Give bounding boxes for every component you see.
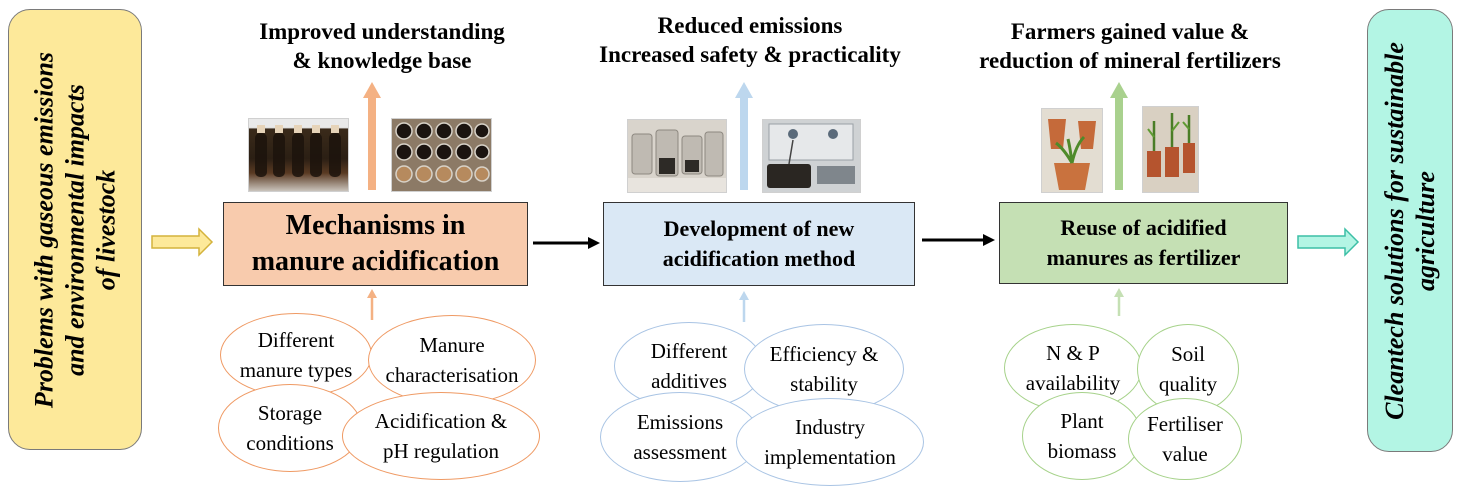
input-up-arrow-2 xyxy=(739,291,749,300)
factor-line: characterisation xyxy=(385,363,519,387)
factor-line: conditions xyxy=(246,431,334,455)
problem-line-3: of livestock xyxy=(91,169,121,290)
factor-acidification-ph: Acidification & pH regulation xyxy=(342,392,540,480)
factor-line: implementation xyxy=(764,445,896,469)
factor-line: manure types xyxy=(239,358,353,382)
factor-line: Different xyxy=(257,328,335,352)
problem-text: Problems with gaseous emissions and envi… xyxy=(29,51,122,407)
factor-fertiliser-value: Fertiliser value xyxy=(1128,398,1242,480)
factor-line: Emissions xyxy=(636,410,724,434)
factor-line: Efficiency & xyxy=(769,342,879,366)
output-up-arrow-2 xyxy=(735,82,753,98)
stage2-heading: Reduced emissions Increased safety & pra… xyxy=(570,11,930,69)
factor-line: Acidification & xyxy=(374,409,508,433)
manure-tubes-photo xyxy=(248,118,349,192)
solution-line-1: Cleantech solutions for sustainable xyxy=(1380,41,1409,420)
output-up-arrow-3 xyxy=(1110,82,1128,98)
stage1-box-line-1: Mechanisms in xyxy=(285,210,466,241)
input-up-arrow-3 xyxy=(1114,288,1124,297)
factor-line: availability xyxy=(1025,371,1121,395)
stage2-box-line-2: acidification method xyxy=(662,246,856,271)
factor-manure-types: Different manure types xyxy=(220,313,372,397)
stage3-box-line-1: Reuse of acidified xyxy=(1060,215,1227,240)
factor-plant-biomass: Plant biomass xyxy=(1022,392,1142,480)
factor-storage-conditions: Storage conditions xyxy=(218,384,362,472)
factor-manure-characterisation: Manure characterisation xyxy=(368,315,536,405)
solution-box: Cleantech solutions for sustainable agri… xyxy=(1367,9,1453,452)
output-up-arrow-1 xyxy=(363,82,381,98)
stage1-box: Mechanisms in manure acidification xyxy=(223,202,528,286)
factor-emissions-assessment: Emissions assessment xyxy=(600,392,760,482)
factor-line: Manure xyxy=(419,333,485,357)
stage3-heading-line-1: Farmers gained value & xyxy=(1010,19,1250,44)
potted-plant-photo xyxy=(1041,108,1103,193)
problem-box: Problems with gaseous emissions and envi… xyxy=(8,9,142,450)
factor-line: assessment xyxy=(633,440,727,464)
factor-line: N & P xyxy=(1046,341,1100,365)
stage3-box-line-2: manures as fertilizer xyxy=(1046,245,1241,270)
stage1-heading: Improved understanding & knowledge base xyxy=(232,17,532,75)
problem-line-1: Problems with gaseous emissions xyxy=(29,51,59,408)
stage2-heading-line-1: Reduced emissions xyxy=(657,13,843,38)
stage2-box: Development of new acidification method xyxy=(603,202,915,286)
glass-jars-photo xyxy=(627,119,727,193)
output-arrow xyxy=(1297,227,1360,257)
factor-line: Industry xyxy=(795,415,865,439)
factor-line: Soil xyxy=(1171,342,1205,366)
stage3-box: Reuse of acidified manures as fertilizer xyxy=(999,202,1288,284)
sample-cups-photo xyxy=(391,118,492,192)
factor-line: pH regulation xyxy=(382,439,500,463)
stage1-heading-line-2: & knowledge base xyxy=(292,48,472,73)
factor-line: Storage xyxy=(257,401,323,425)
potted-plant-icon xyxy=(1048,119,1096,190)
factor-industry-implementation: Industry implementation xyxy=(736,398,924,486)
factor-line: additives xyxy=(651,369,727,393)
greenhouse-pots-photo xyxy=(1142,106,1199,193)
stage1-box-line-2: manure acidification xyxy=(251,246,500,277)
greenhouse-pots-icon xyxy=(1147,113,1195,177)
factor-line: Different xyxy=(650,339,728,363)
factor-line: quality xyxy=(1158,372,1218,396)
solution-line-2: agriculture xyxy=(1411,170,1440,291)
glass-jars-icon xyxy=(628,129,726,192)
problem-line-2: and environmental impacts xyxy=(60,83,90,376)
flow-arrow-2 xyxy=(983,234,995,246)
input-arrow xyxy=(151,227,214,257)
lab-setup-photo xyxy=(762,119,861,193)
factor-line: biomass xyxy=(1047,439,1117,463)
solution-text: Cleantech solutions for sustainable agri… xyxy=(1379,42,1441,420)
sample-cups-icon xyxy=(395,122,490,183)
stage1-heading-line-1: Improved understanding xyxy=(259,19,505,44)
test-tubes-icon xyxy=(255,125,341,177)
stage3-heading: Farmers gained value & reduction of mine… xyxy=(955,17,1305,75)
stage2-heading-line-2: Increased safety & practicality xyxy=(599,42,901,67)
stage2-box-line-1: Development of new xyxy=(663,216,855,241)
factor-line: Fertiliser xyxy=(1147,412,1223,436)
stage3-heading-line-2: reduction of mineral fertilizers xyxy=(979,48,1281,73)
factor-line: value xyxy=(1162,442,1208,466)
factor-line: stability xyxy=(790,372,858,396)
lab-equipment-icon xyxy=(767,123,855,188)
flow-arrow-1 xyxy=(588,237,600,249)
input-up-arrow-1 xyxy=(367,289,377,298)
factor-line: Plant xyxy=(1060,409,1104,433)
